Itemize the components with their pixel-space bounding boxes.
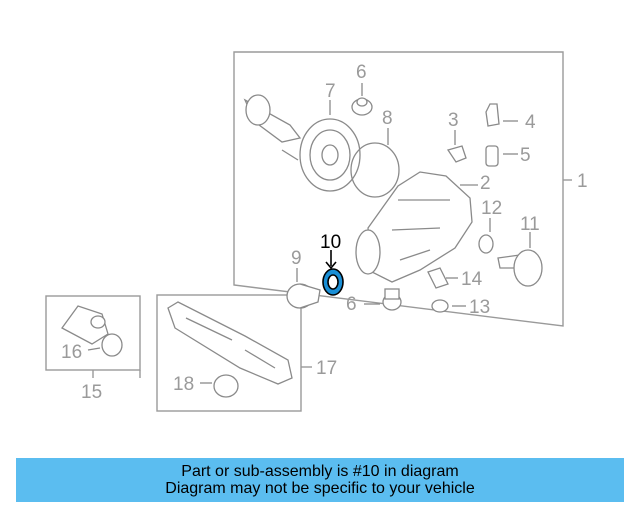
part-3-clip-icon (446, 130, 467, 163)
callout-8: 8 (382, 108, 393, 129)
callout-10: 10 (320, 232, 341, 253)
info-banner: Part or sub-assembly is #10 in diagram D… (16, 458, 624, 502)
part-6-plug-bottom-icon (364, 288, 402, 311)
part-14-sleeve-icon (427, 267, 458, 289)
callout-18: 18 (173, 374, 194, 395)
part-6-plug-icon (351, 83, 373, 116)
banner-line-1: Part or sub-assembly is #10 in diagram (181, 463, 459, 480)
part-18-mount-icon (200, 374, 239, 398)
part-11-flange-icon (497, 232, 543, 287)
callout-7: 7 (325, 81, 336, 102)
callout-14: 14 (461, 269, 483, 290)
callout-6-top: 6 (356, 62, 367, 83)
part-9-cap-icon (286, 268, 321, 309)
callout-4: 4 (525, 112, 536, 133)
part-10-seal-icon (322, 250, 344, 296)
callout-15: 15 (81, 382, 102, 403)
callout-1: 1 (577, 171, 588, 192)
part-2-housing-icon (355, 171, 478, 283)
part-12-seal-icon (478, 218, 494, 254)
callout-13: 13 (469, 297, 490, 318)
part-8-oring-icon (350, 128, 400, 198)
part-16-bushing-icon (61, 305, 123, 357)
part-13-ring-icon (431, 299, 466, 313)
callout-12: 12 (481, 198, 502, 219)
part-4-vent-icon (485, 103, 518, 127)
crossmember-frame (156, 294, 302, 412)
callout-16: 16 (61, 342, 82, 363)
callout-11: 11 (520, 214, 540, 235)
callout-2: 2 (480, 173, 491, 194)
part-17-crossmember-icon (167, 301, 293, 385)
main-assembly-frame (233, 51, 564, 327)
callout-17: 17 (316, 358, 337, 379)
banner-line-2: Diagram may not be specific to your vehi… (165, 480, 475, 497)
part-7-cover-icon (243, 94, 361, 192)
callout-3: 3 (448, 110, 459, 131)
callout-5: 5 (520, 145, 531, 166)
callout-9: 9 (291, 248, 302, 269)
part-5-sensor-icon (485, 145, 518, 167)
callout-6-bottom: 6 (346, 294, 357, 315)
